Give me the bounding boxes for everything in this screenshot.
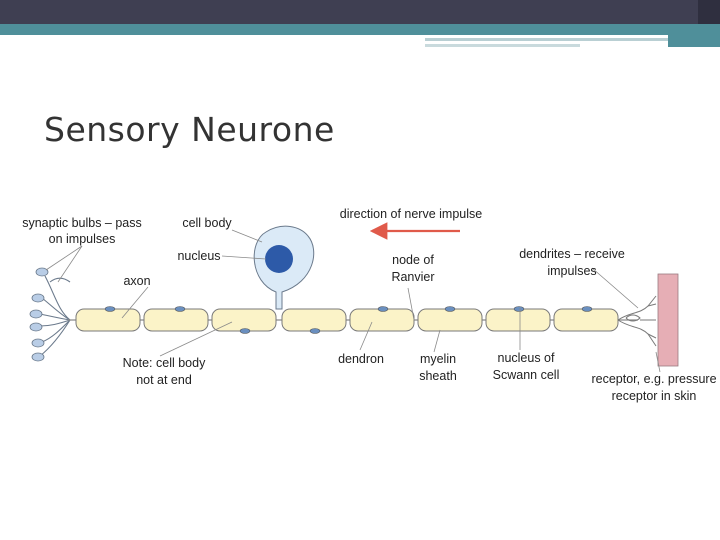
accent-line-2 (425, 44, 580, 47)
accent-band-right (668, 35, 720, 47)
myelin-sheath (75, 308, 619, 332)
label-receptor-line2: receptor in skin (612, 389, 697, 403)
label-dendrites-line2: impulses (547, 264, 596, 278)
label-schwann-line1: nucleus of (498, 351, 556, 365)
synaptic-bulbs (39, 275, 71, 357)
label-synaptic-bulbs-line1: synaptic bulbs – pass (22, 216, 142, 230)
label-nucleus: nucleus (177, 249, 220, 263)
label-note-line1: Note: cell body (123, 356, 206, 370)
label-synaptic-bulbs-line2: on impulses (49, 232, 116, 246)
dendrites (617, 295, 657, 347)
schwann-nuclei (104, 306, 593, 334)
label-dendron: dendron (338, 352, 384, 366)
label-cell-body: cell body (182, 216, 232, 230)
label-axon: axon (123, 274, 150, 288)
cell-nucleus (265, 245, 293, 273)
accent-band (0, 24, 720, 35)
label-myelin-line1: myelin (420, 352, 456, 366)
label-schwann-line2: Scwann cell (493, 368, 560, 382)
leader-lines (45, 229, 661, 373)
label-dendrites-line1: dendrites – receive (519, 247, 625, 261)
receptor (657, 273, 679, 367)
slide-title: Sensory Neurone (44, 110, 335, 149)
label-myelin-line2: sheath (419, 369, 457, 383)
label-receptor-line1: receptor, e.g. pressure (591, 372, 716, 386)
label-direction: direction of nerve impulse (340, 207, 482, 221)
synaptic-bulb-ends (29, 267, 49, 362)
label-node-line2: Ranvier (391, 270, 434, 284)
label-node-line1: node of (392, 253, 434, 267)
accent-line-1 (425, 38, 668, 41)
top-banner (0, 0, 720, 24)
top-banner-corner (698, 0, 720, 24)
label-note-line2: not at end (136, 373, 192, 387)
